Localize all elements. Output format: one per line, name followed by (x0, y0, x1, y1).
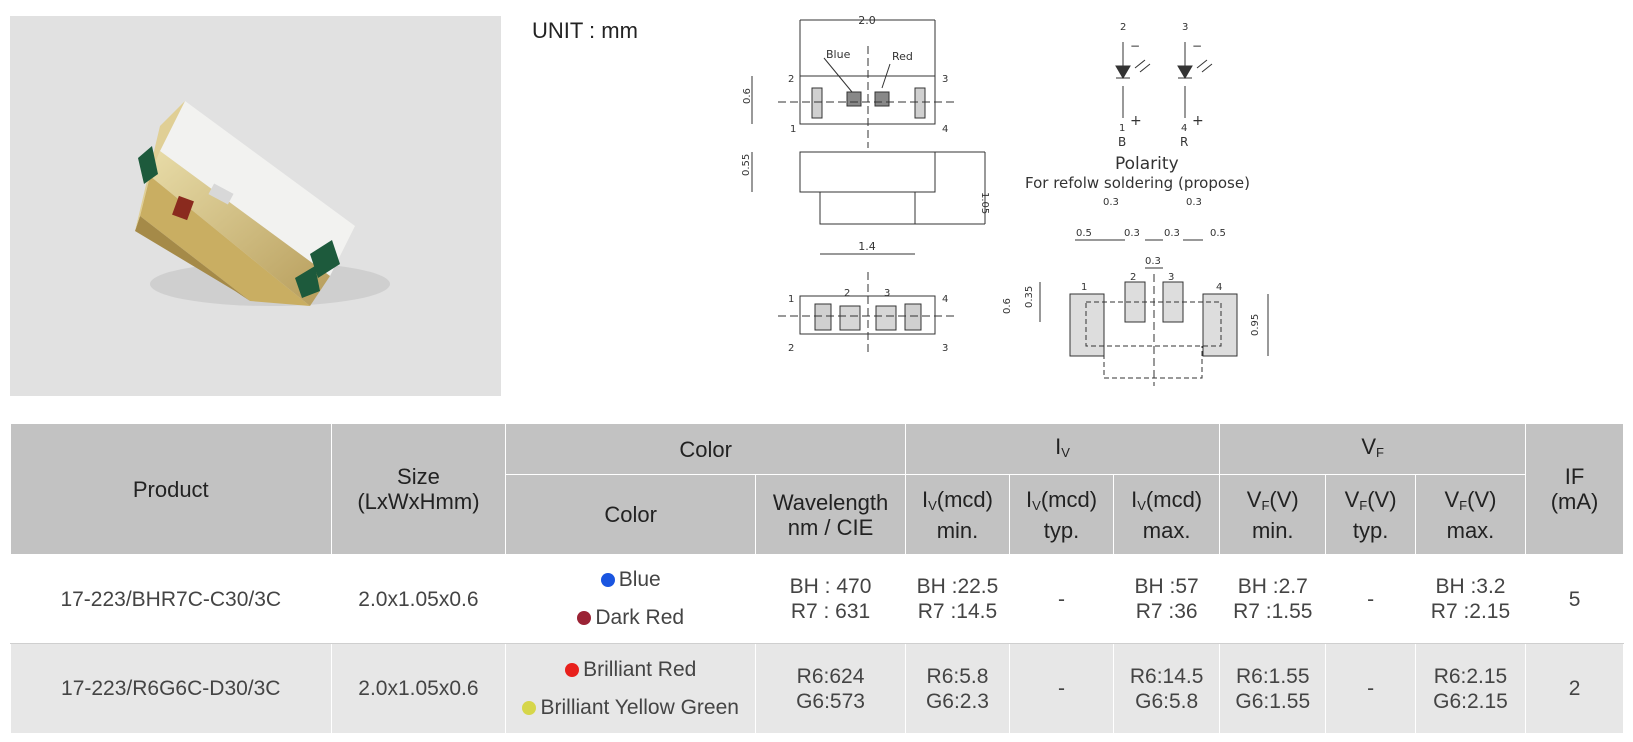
blue-dot-icon (600, 573, 615, 587)
cell-color: Brilliant Red Brilliant Yellow Green (505, 643, 757, 734)
cell-size: 2.0x1.05x0.6 (330, 643, 507, 734)
technical-drawing: 2.0 Blue Red 0.6 2 1 3 4 0.55 1.05 1.4 1… (741, 14, 1269, 386)
schem-pin-1: 1 (1119, 123, 1125, 134)
schem-plus-r: + (1192, 113, 1204, 129)
pin-bottom-3: 3 (942, 343, 948, 354)
cell-product: 17-223/BHR7C-C30/3C (10, 554, 332, 644)
cell-iv-typ: - (1008, 643, 1115, 734)
dim-pad-06: 0.6 (1002, 298, 1013, 314)
dim-pad-03-b: 0.3 (1186, 197, 1202, 208)
cell-vf-typ: - (1325, 643, 1416, 734)
dark-red-dot-icon (577, 611, 592, 625)
header-vf-max: VF(V) max. (1414, 474, 1527, 555)
schem-pin-4: 4 (1181, 123, 1187, 134)
polarity-label: Polarity (1115, 154, 1179, 174)
dim-pad-03-d: 0.3 (1164, 228, 1180, 239)
pin-bottom-4: 4 (942, 294, 948, 305)
dim-pad-095: 0.95 (1250, 314, 1261, 336)
cell-size: 2.0x1.05x0.6 (330, 554, 507, 644)
led-chip-illustration (135, 101, 390, 306)
schem-pin-3: 3 (1182, 22, 1188, 33)
dim-top-width: 2.0 (858, 14, 876, 27)
header-iv-group: IV (904, 423, 1221, 475)
cell-iv-typ: - (1008, 554, 1115, 644)
header-color: Color (505, 474, 757, 555)
dim-width-14: 1.4 (858, 240, 876, 253)
yellow-green-dot-icon (522, 700, 537, 715)
header-vf-typ: VF(V) typ. (1325, 474, 1416, 555)
pin-bottom-inner-3: 3 (884, 288, 890, 299)
table-row: 17-223/R6G6C-D30/3C 2.0x1.05x0.6 Brillia… (10, 643, 1624, 734)
cell-vf-typ: - (1325, 554, 1416, 644)
cell-if: 5 (1525, 554, 1624, 644)
pin-bottom-1: 1 (788, 294, 794, 305)
cell-if: 2 (1525, 643, 1624, 734)
header-iv-typ: IV(mcd) typ. (1008, 474, 1115, 555)
schem-minus-b: − (1130, 39, 1140, 53)
cell-color: Blue Dark Red (505, 554, 757, 644)
pin-top-1: 1 (790, 124, 796, 135)
schem-minus-r: − (1192, 39, 1202, 53)
fp-pin-3: 3 (1168, 272, 1174, 283)
header-vf-min: VF(V) min. (1219, 474, 1327, 555)
header-color-group: Color (505, 423, 906, 475)
dim-height-055: 0.55 (741, 154, 752, 176)
label-blue: Blue (826, 48, 851, 61)
schem-label-b: B (1118, 135, 1126, 149)
product-photo (10, 16, 501, 396)
header-wavelength: Wavelength nm / CIE (755, 474, 906, 555)
dim-pad-03-e: 0.3 (1145, 256, 1161, 267)
brilliant-red-dot-icon (565, 662, 580, 677)
unit-label: UNIT : mm (532, 18, 638, 43)
header-if: IF (mA) (1525, 423, 1624, 555)
dim-pad-035: 0.35 (1024, 286, 1035, 308)
fp-pin-4: 4 (1216, 282, 1222, 293)
schem-label-r: R (1180, 135, 1188, 149)
dim-height-06: 0.6 (742, 88, 753, 104)
pin-bottom-2: 2 (788, 343, 794, 354)
dim-height-105: 1.05 (979, 192, 990, 214)
header-iv-min: IV(mcd) min. (904, 474, 1011, 555)
reflow-note: For refolw soldering (propose) (1025, 174, 1250, 192)
fp-pin-1: 1 (1081, 282, 1087, 293)
table-row: 17-223/BHR7C-C30/3C 2.0x1.05x0.6 Blue Da… (10, 554, 1624, 644)
header-product: Product (10, 423, 332, 555)
schem-pin-2: 2 (1120, 22, 1126, 33)
label-red: Red (892, 50, 913, 63)
header-size: Size (LxWxHmm) (330, 423, 507, 555)
schem-plus-b: + (1130, 113, 1142, 129)
spec-table: Product Size (LxWxHmm) Color IV VF IF (m… (10, 423, 1624, 734)
dim-pad-05-b: 0.5 (1210, 228, 1226, 239)
pin-top-4: 4 (942, 124, 948, 135)
fp-pin-2: 2 (1130, 272, 1136, 283)
pin-top-2: 2 (788, 74, 794, 85)
cell-product: 17-223/R6G6C-D30/3C (10, 643, 332, 734)
pin-bottom-inner-2: 2 (844, 288, 850, 299)
dim-pad-03-c: 0.3 (1124, 228, 1140, 239)
dim-pad-05-a: 0.5 (1076, 228, 1092, 239)
header-iv-max: IV(mcd) max. (1113, 474, 1221, 555)
pin-top-3: 3 (942, 74, 948, 85)
dim-pad-03-a: 0.3 (1103, 197, 1119, 208)
header-vf-group: VF (1219, 423, 1527, 475)
